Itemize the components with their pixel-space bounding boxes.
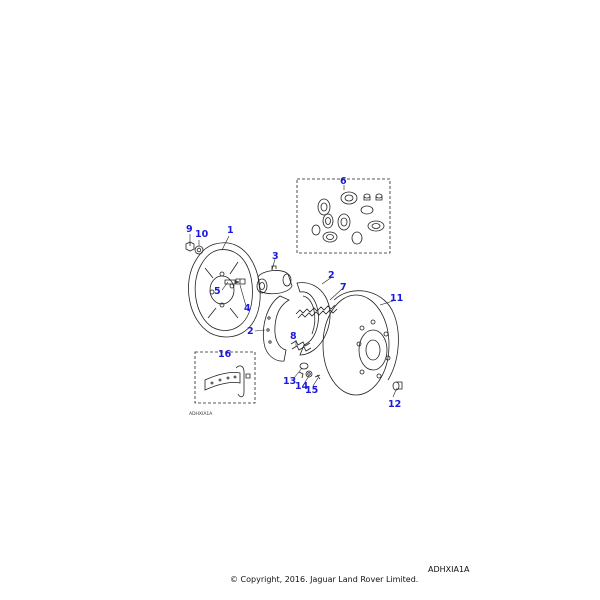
callout-14: 14 <box>295 381 309 392</box>
callout-8: 8 <box>290 331 297 342</box>
callout-3: 3 <box>272 251 279 262</box>
callout-5: 5 <box>214 286 221 297</box>
adjuster-parts <box>298 362 321 380</box>
brake-shoe-upper <box>296 282 331 356</box>
lining-kit-box <box>194 351 256 404</box>
callout-9: 9 <box>186 224 193 235</box>
callout-2-lower: 2 <box>247 326 254 337</box>
wheel-stud-12 <box>392 381 403 391</box>
seal-kit-parts <box>311 191 385 245</box>
spring-8 <box>290 340 312 352</box>
nut-10 <box>194 245 204 255</box>
callout-4: 4 <box>244 303 251 314</box>
seal-kit-box <box>296 178 391 254</box>
bolt-9 <box>185 241 195 252</box>
callout-13: 13 <box>283 376 296 387</box>
callout-15: 15 <box>305 385 318 396</box>
callout-7: 7 <box>340 282 347 293</box>
leader-lines <box>189 185 397 398</box>
callout-11: 11 <box>390 293 403 304</box>
reference-code: ADHXIA1A <box>428 565 470 574</box>
copyright-notice: © Copyright, 2016. Jaguar Land Rover Lim… <box>230 575 419 584</box>
callout-2-upper: 2 <box>328 270 335 281</box>
callout-6: 6 <box>340 176 347 187</box>
callout-1: 1 <box>227 225 234 236</box>
diagram-small-code: ADHXIA1A <box>189 411 213 417</box>
return-spring-7 <box>295 304 338 319</box>
callout-12: 12 <box>388 399 401 410</box>
brake-shoe-lower <box>262 295 290 362</box>
callout-16: 16 <box>218 349 232 360</box>
brake-drum-11 <box>322 290 399 396</box>
stud-4 <box>235 278 246 285</box>
wheel-cylinder-3 <box>256 265 293 295</box>
backing-plate <box>188 242 261 338</box>
callout-10: 10 <box>195 229 209 240</box>
